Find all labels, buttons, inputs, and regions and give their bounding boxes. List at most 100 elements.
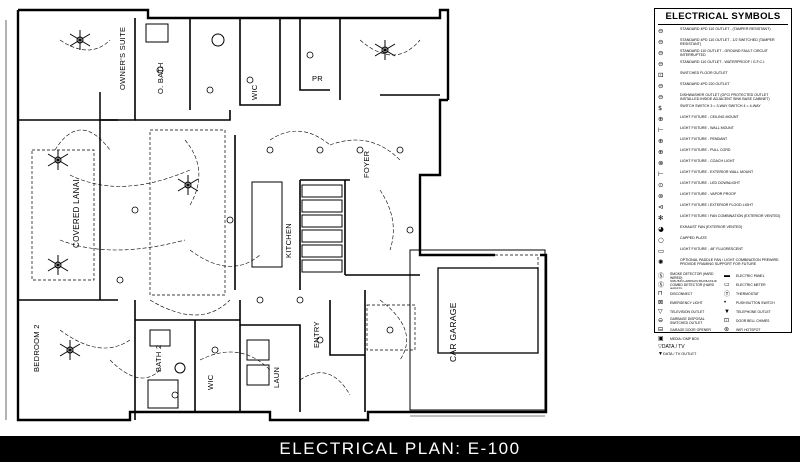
- legend-row: ⊕Light fixture - pull cord: [658, 148, 788, 159]
- legend-grid-label: Media / DMP box: [670, 336, 699, 341]
- legend-row: ⊢Light fixture - wall mount: [658, 126, 788, 137]
- legend-row-label: Light fixture - LED downlight: [680, 181, 741, 185]
- legend-grid-item: ⓈSmoke/carbon monoxide combo detector (h…: [658, 280, 722, 289]
- legend-row-label: Switched floor outlet: [680, 71, 728, 75]
- legend-row-label: Light fixture - pendant: [680, 137, 728, 141]
- legend-grid-label: Disconnect: [670, 291, 693, 296]
- room-label-bath-2: BATH 2: [154, 344, 163, 372]
- legend-row: ⊕ Light fixture - ceiling mount: [658, 115, 788, 126]
- exhaust-fan-icon: ◕: [658, 225, 664, 233]
- half-switched-outlet-icon: ⊖: [658, 38, 664, 46]
- legend-grid-item: ⊡ Door bell chimes: [724, 316, 788, 325]
- room-label-wic-top: WIC: [250, 84, 259, 100]
- legend-grid-item: ▭Electric meter: [724, 280, 788, 289]
- emergency-light-icon: ⊠: [658, 300, 664, 306]
- legend-row-label: Switch Switch 3 = 3-way Switch 4 = 4-way: [680, 104, 761, 108]
- legend-row-label: Light fixture - 48" fluorescent: [680, 247, 744, 251]
- outlet-220-icon: ⊖: [658, 82, 664, 90]
- legend-row: ⊖ Standard 110 outlet - ground fault circ…: [658, 49, 788, 60]
- legend-grid-label: Smoke/carbon monoxide combo detector (ha…: [670, 280, 718, 289]
- kitchen-counters: [251, 181, 343, 273]
- media-box-icon: ▣: [658, 336, 664, 342]
- legend-grid: ⓈSmoke detector (hard wired)▬Electric pa…: [658, 271, 788, 343]
- legend-grid-label: Push button switch: [736, 300, 775, 305]
- legend-row: ⊕ Light fixture - pendant: [658, 137, 788, 148]
- legend-row: ⊙ Light fixture - LED downlight: [658, 181, 788, 192]
- legend-row-label: Capped plate: [680, 236, 707, 240]
- switch-icon: $: [658, 104, 663, 112]
- flood-light-icon: ⊲: [658, 203, 664, 211]
- fan-light-icon: ✻: [658, 214, 664, 222]
- electrical-symbols-legend: ELECTRICAL SYMBOLS ⊖Standard 4PD 110 out…: [654, 8, 792, 357]
- data-tv-outlet-icon: ▼: [658, 351, 663, 357]
- legend-row: ◕Exhaust fan (exterior vented): [658, 225, 788, 236]
- data-tv-outlet-label: DATA / TV OUTLET: [662, 352, 697, 356]
- television-outlet-icon: ▽: [658, 309, 663, 315]
- legend-row: ⊖ Standard 4PD 220 outlet: [658, 82, 788, 93]
- door-chimes-icon: ⊡: [724, 318, 730, 324]
- room-label-covered-lanai: COVERED LANAI: [72, 179, 81, 248]
- room-label-entry: ENTRY: [312, 321, 321, 348]
- legend-row: ⊖Dishwasher outlet (GFCI protected outle…: [658, 93, 788, 104]
- room-label-o-bath: O. BATH: [156, 62, 165, 94]
- wall-light-icon: ⊢: [658, 126, 664, 134]
- gfci-outlet-icon: ⊖: [658, 49, 664, 57]
- ceiling-light-icon: ⊕: [658, 115, 664, 123]
- telephone-outlet-icon: ▼: [724, 308, 730, 315]
- legend-row: ○ Capped plate: [658, 236, 788, 247]
- legend-grid-item: ▼ Telephone outlet: [724, 307, 788, 316]
- capped-plate-icon: ○: [658, 236, 664, 244]
- legend-grid-label: Door bell chimes: [736, 318, 770, 323]
- legend-data-tv: ▽ DATA / TV ▼ DATA / TV OUTLET: [658, 344, 788, 358]
- pull-cord-light-icon: ⊕: [658, 148, 664, 156]
- legend-row: ⊗Light fixture - coach light: [658, 159, 788, 170]
- legend-row-label: Standard 110 outlet - waterproof / G.F.C…: [680, 60, 766, 64]
- legend-row: ✺Optional paddle fan / light combination…: [658, 258, 788, 269]
- legend-row: ✻Light fixture / fan combination (exteri…: [658, 214, 788, 225]
- sheet-title-bar: ELECTRICAL PLAN: E-100: [0, 436, 800, 462]
- legend-row: ⊚Light fixture - vapor proof: [658, 192, 788, 203]
- legend-grid-label: Television outlet: [670, 309, 705, 314]
- wiring-runs: [54, 39, 421, 396]
- room-label-foyer: FOYER: [362, 150, 371, 178]
- legend-row-label: Light fixture / exterior flood light: [680, 203, 754, 207]
- ceiling-fans: [47, 30, 396, 360]
- electric-panel-icon: ▬: [724, 272, 730, 279]
- legend-grid-label: Garage door opener: [670, 327, 711, 332]
- legend-row-label: Standard 4PD 110 outlet - (tamper resist…: [680, 27, 771, 31]
- legend-row: ⊲ Light fixture / exterior flood light: [658, 203, 788, 214]
- push-button-icon: •: [724, 299, 727, 306]
- disconnect-icon: ⊓: [658, 291, 663, 297]
- legend-grid-label: Thermostat: [736, 291, 759, 296]
- room-label-owners-suite: OWNER'S SUITE: [118, 26, 127, 90]
- legend-row-label: Standard 110 outlet - ground fault circu…: [680, 49, 768, 58]
- legend-row: ⊡ Switched floor outlet: [658, 71, 788, 82]
- sheet-title: ELECTRICAL PLAN: E-100: [279, 439, 521, 458]
- legend-row-label: Light fixture - exterior wall mount: [680, 170, 754, 174]
- data-tv-icon: ▽: [658, 344, 662, 350]
- garbage-disposal-icon: ⊖: [658, 318, 664, 324]
- legend-grid-label: Telephone outlet: [736, 309, 771, 314]
- thermostat-icon: Ⓣ: [724, 292, 731, 298]
- drawing-sheet: OWNER'S SUITE O. BATH WIC PR COVERED LAN…: [0, 0, 800, 436]
- legend-row-label: Standard 4PD 220 outlet: [680, 82, 730, 86]
- legend-grid-item: Ⓣ Thermostat: [724, 289, 788, 299]
- floor-outlet-icon: ⊡: [658, 71, 664, 79]
- legend-grid-label: Emergency light: [670, 300, 703, 305]
- legend-row: ▭Light fixture - 48" fluorescent: [658, 247, 788, 258]
- garage-outline: [409, 249, 546, 411]
- legend-row-label: Optional paddle fan / light combination …: [680, 258, 780, 267]
- coach-light-icon: ⊗: [658, 159, 664, 167]
- light-fixtures: [116, 51, 414, 399]
- legend-grid-item: ▬Electric panel: [724, 271, 788, 280]
- legend-row: ⊖ Standard 4PD 110 outlet - 1/2 switched …: [658, 38, 788, 49]
- dimension-lines: [5, 20, 546, 420]
- legend-row-label: Standard 4PD 110 outlet - 1/2 switched (…: [680, 38, 775, 47]
- legend-grid-item: ▣ Media / DMP box: [658, 334, 722, 343]
- dishwasher-outlet-icon: ⊖: [658, 93, 664, 101]
- legend-row-label: Light fixture - ceiling mount: [680, 115, 739, 119]
- pendant-light-icon: ⊕: [658, 137, 664, 145]
- room-label-car-garage: CAR GARAGE: [448, 302, 458, 362]
- garage-door-opener-icon: ⊟: [658, 327, 664, 333]
- led-downlight-icon: ⊙: [658, 181, 664, 189]
